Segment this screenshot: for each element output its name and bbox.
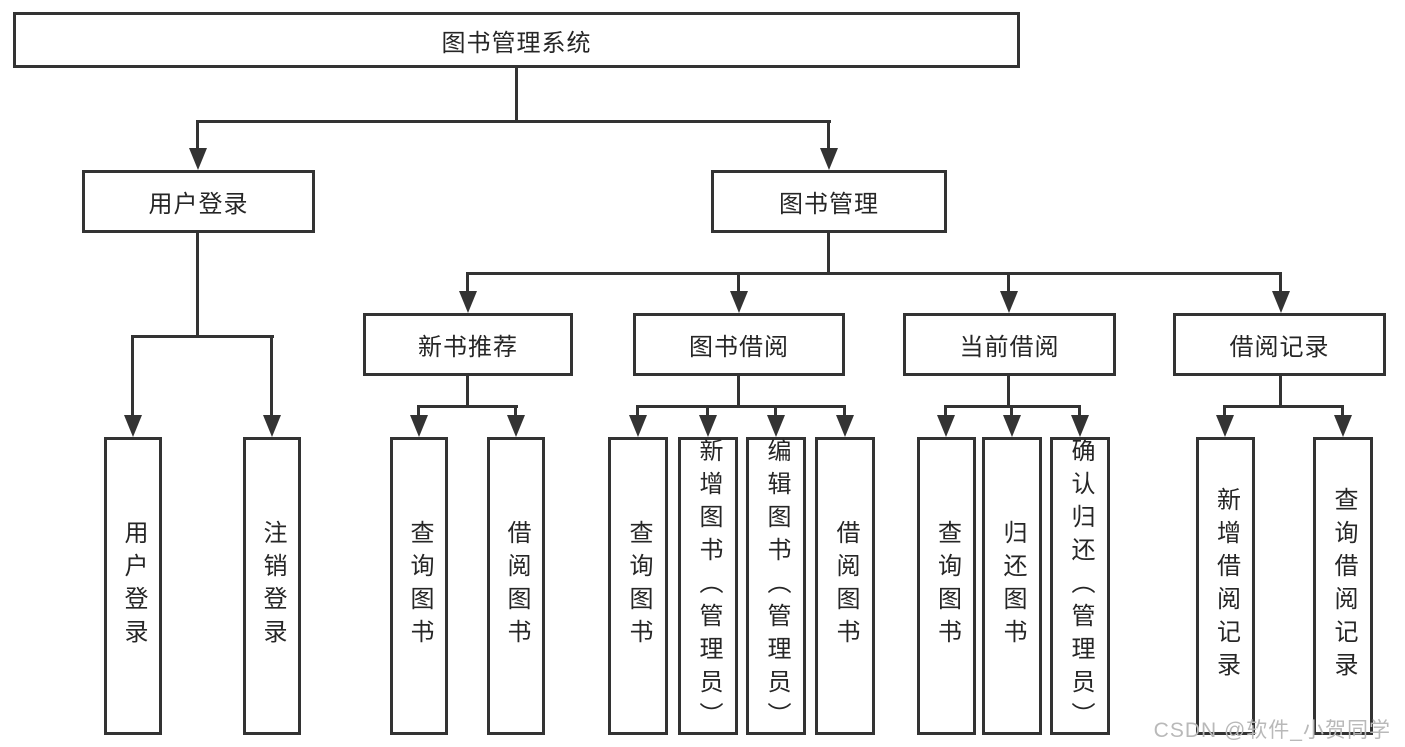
arrowhead-borrow-records [1272,291,1290,313]
connector-drop-user-login [196,120,199,150]
arrowhead-borrow-books-1 [507,415,525,437]
node-label: 查询图书 [625,520,652,652]
node-label: 新增图书（管理员） [695,437,722,735]
node-leaf-query-books-1: 查询图书 [390,437,448,735]
node-label: 编辑图书（管理员） [763,437,790,735]
connector-stem-current-borrowing [1007,376,1010,407]
arrowhead-new-book-recommend [459,291,477,313]
connector-rail-borrow-records [1223,405,1344,408]
connector-drop-borrow-books-2 [843,405,846,419]
arrowhead-return-books [1003,415,1021,437]
arrowhead-add-books [699,415,717,437]
connector-rail-user-login [131,335,274,338]
node-leaf-confirm-return-admin: 确认归还（管理员） [1050,437,1110,735]
node-label: 用户登录 [120,520,147,652]
node-current-borrowing: 当前借阅 [903,313,1116,376]
node-label: 图书管理 [779,191,879,218]
connector-drop-add-books [706,405,709,419]
connector-stem-new-book-recommend [466,376,469,407]
connector-drop-query-books-3 [944,405,947,419]
node-label: 借阅图书 [503,520,530,652]
connector-drop-query-books-1 [417,405,420,419]
node-label: 图书管理系统 [441,29,592,57]
node-label: 借阅记录 [1229,334,1330,361]
connector-rail-book-borrowing [636,405,846,408]
node-leaf-borrow-books-2: 借阅图书 [815,437,875,735]
arrowhead-query-borrow-record [1334,415,1352,437]
node-label: 确认归还（管理员） [1067,437,1094,735]
arrowhead-book-borrowing [730,291,748,313]
connector-drop-confirm-return [1078,405,1081,419]
connector-rail-new-book-recommend [417,405,518,408]
node-leaf-query-borrow-record: 查询借阅记录 [1313,437,1373,735]
connector-rail-level2 [196,120,831,123]
connector-root-stem [515,68,518,123]
connector-drop-book-management [827,120,830,150]
node-label: 用户登录 [148,191,249,218]
node-label: 查询图书 [933,520,961,652]
connector-drop-book-borrowing [737,272,740,293]
connector-rail-level3 [466,272,1282,275]
arrowhead-user-login [189,148,207,170]
node-leaf-query-books-2: 查询图书 [608,437,668,735]
arrowhead-add-borrow-record [1216,415,1234,437]
arrowhead-confirm-return [1071,415,1089,437]
node-book-borrowing: 图书借阅 [633,313,845,376]
node-new-book-recommend: 新书推荐 [363,313,573,376]
node-label: 图书借阅 [689,334,789,361]
node-leaf-user-login: 用户登录 [104,437,162,735]
arrowhead-leaf-logout [263,415,281,437]
node-leaf-query-books-3: 查询图书 [917,437,976,735]
arrowhead-current-borrowing [1000,291,1018,313]
node-leaf-logout: 注销登录 [243,437,301,735]
node-label: 归还图书 [999,520,1026,652]
arrowhead-edit-books [767,415,785,437]
arrowhead-borrow-books-2 [836,415,854,437]
node-user-login: 用户登录 [82,170,315,233]
connector-stem-borrow-records [1279,376,1282,407]
connector-drop-query-borrow-record [1341,405,1344,419]
connector-drop-return-books [1010,405,1013,419]
node-label: 查询借阅记录 [1330,487,1357,685]
connector-drop-borrow-records [1279,272,1282,293]
node-leaf-return-books: 归还图书 [982,437,1042,735]
connector-user-login-stem [196,233,199,337]
connector-drop-leaf-user-login [131,335,134,419]
connector-drop-edit-books [774,405,777,419]
node-leaf-borrow-books-1: 借阅图书 [487,437,545,735]
node-leaf-edit-books-admin: 编辑图书（管理员） [746,437,806,735]
connector-stem-book-borrowing [737,376,740,407]
connector-book-management-stem [827,233,830,275]
node-leaf-add-books-admin: 新增图书（管理员） [678,437,738,735]
arrowhead-query-books-3 [937,415,955,437]
connector-drop-new-book-recommend [466,272,469,293]
node-label: 新增借阅记录 [1212,487,1240,685]
node-label: 借阅图书 [832,520,859,652]
node-leaf-add-borrow-record: 新增借阅记录 [1196,437,1255,735]
arrowhead-query-books-1 [410,415,428,437]
node-label: 新书推荐 [418,334,518,361]
node-book-management: 图书管理 [711,170,947,233]
node-book-management-system: 图书管理系统 [13,12,1020,68]
arrowhead-query-books-2 [629,415,647,437]
node-label: 当前借阅 [959,334,1060,361]
connector-drop-add-borrow-record [1223,405,1226,419]
node-borrow-records: 借阅记录 [1173,313,1386,376]
connector-drop-current-borrowing [1007,272,1010,293]
connector-drop-leaf-logout [270,335,273,419]
node-label: 注销登录 [259,520,286,652]
csdn-watermark: CSDN @软件_小贺同学 [1153,719,1391,742]
arrowhead-book-management [820,148,838,170]
arrowhead-leaf-user-login [124,415,142,437]
connector-drop-borrow-books-1 [514,405,517,419]
connector-drop-query-books-2 [636,405,639,419]
node-label: 查询图书 [406,520,433,652]
